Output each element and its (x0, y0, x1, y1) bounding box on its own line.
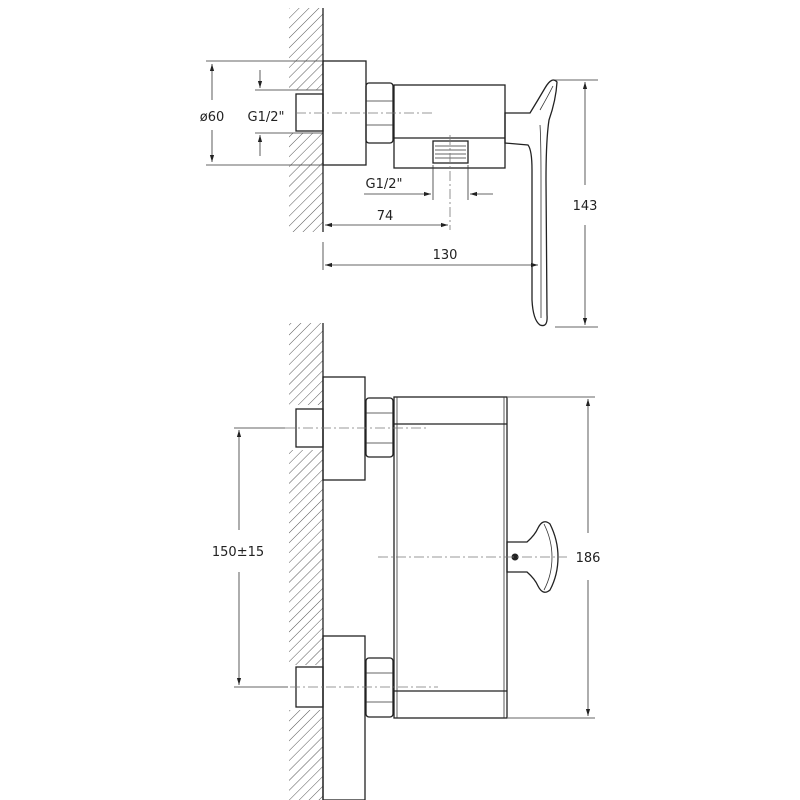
outlet-distance-dimension: 74 (325, 209, 448, 228)
mixer-body-front (393, 396, 508, 719)
handle-height-dimension: 143 (555, 79, 598, 328)
svg-text:130: 130 (433, 248, 458, 263)
svg-text:G1/2": G1/2" (248, 110, 285, 125)
body-height-dimension: 186 (508, 396, 601, 719)
svg-text:74: 74 (377, 209, 394, 224)
inlet-thread-dimension: G1/2" (248, 70, 296, 156)
svg-text:150±15: 150±15 (212, 545, 264, 560)
lower-hex-nut (365, 657, 394, 718)
svg-text:ø60: ø60 (200, 110, 225, 125)
outlet-thread-dimension: G1/2" (364, 165, 493, 200)
svg-text:186: 186 (576, 551, 601, 566)
side-view: ø60 G1/2" G1/2" 74 130 (200, 8, 598, 328)
depth-dimension: 130 (322, 242, 538, 270)
wall-section-bottom (289, 323, 324, 800)
svg-text:G1/2": G1/2" (366, 177, 403, 192)
upper-flange (322, 376, 366, 481)
temperature-knob (506, 521, 559, 593)
inlet-spacing-dimension: 150±15 (212, 427, 288, 688)
lower-flange (322, 635, 366, 800)
svg-text:143: 143 (573, 199, 598, 214)
mixer-body-side (393, 84, 506, 169)
inlet-pipe-stub (295, 93, 324, 132)
front-view: 150±15 186 (212, 323, 601, 800)
lever-handle (504, 79, 558, 327)
wall-section-top (289, 8, 324, 232)
upper-hex-nut (365, 397, 394, 458)
diameter-dimension: ø60 (200, 60, 323, 166)
